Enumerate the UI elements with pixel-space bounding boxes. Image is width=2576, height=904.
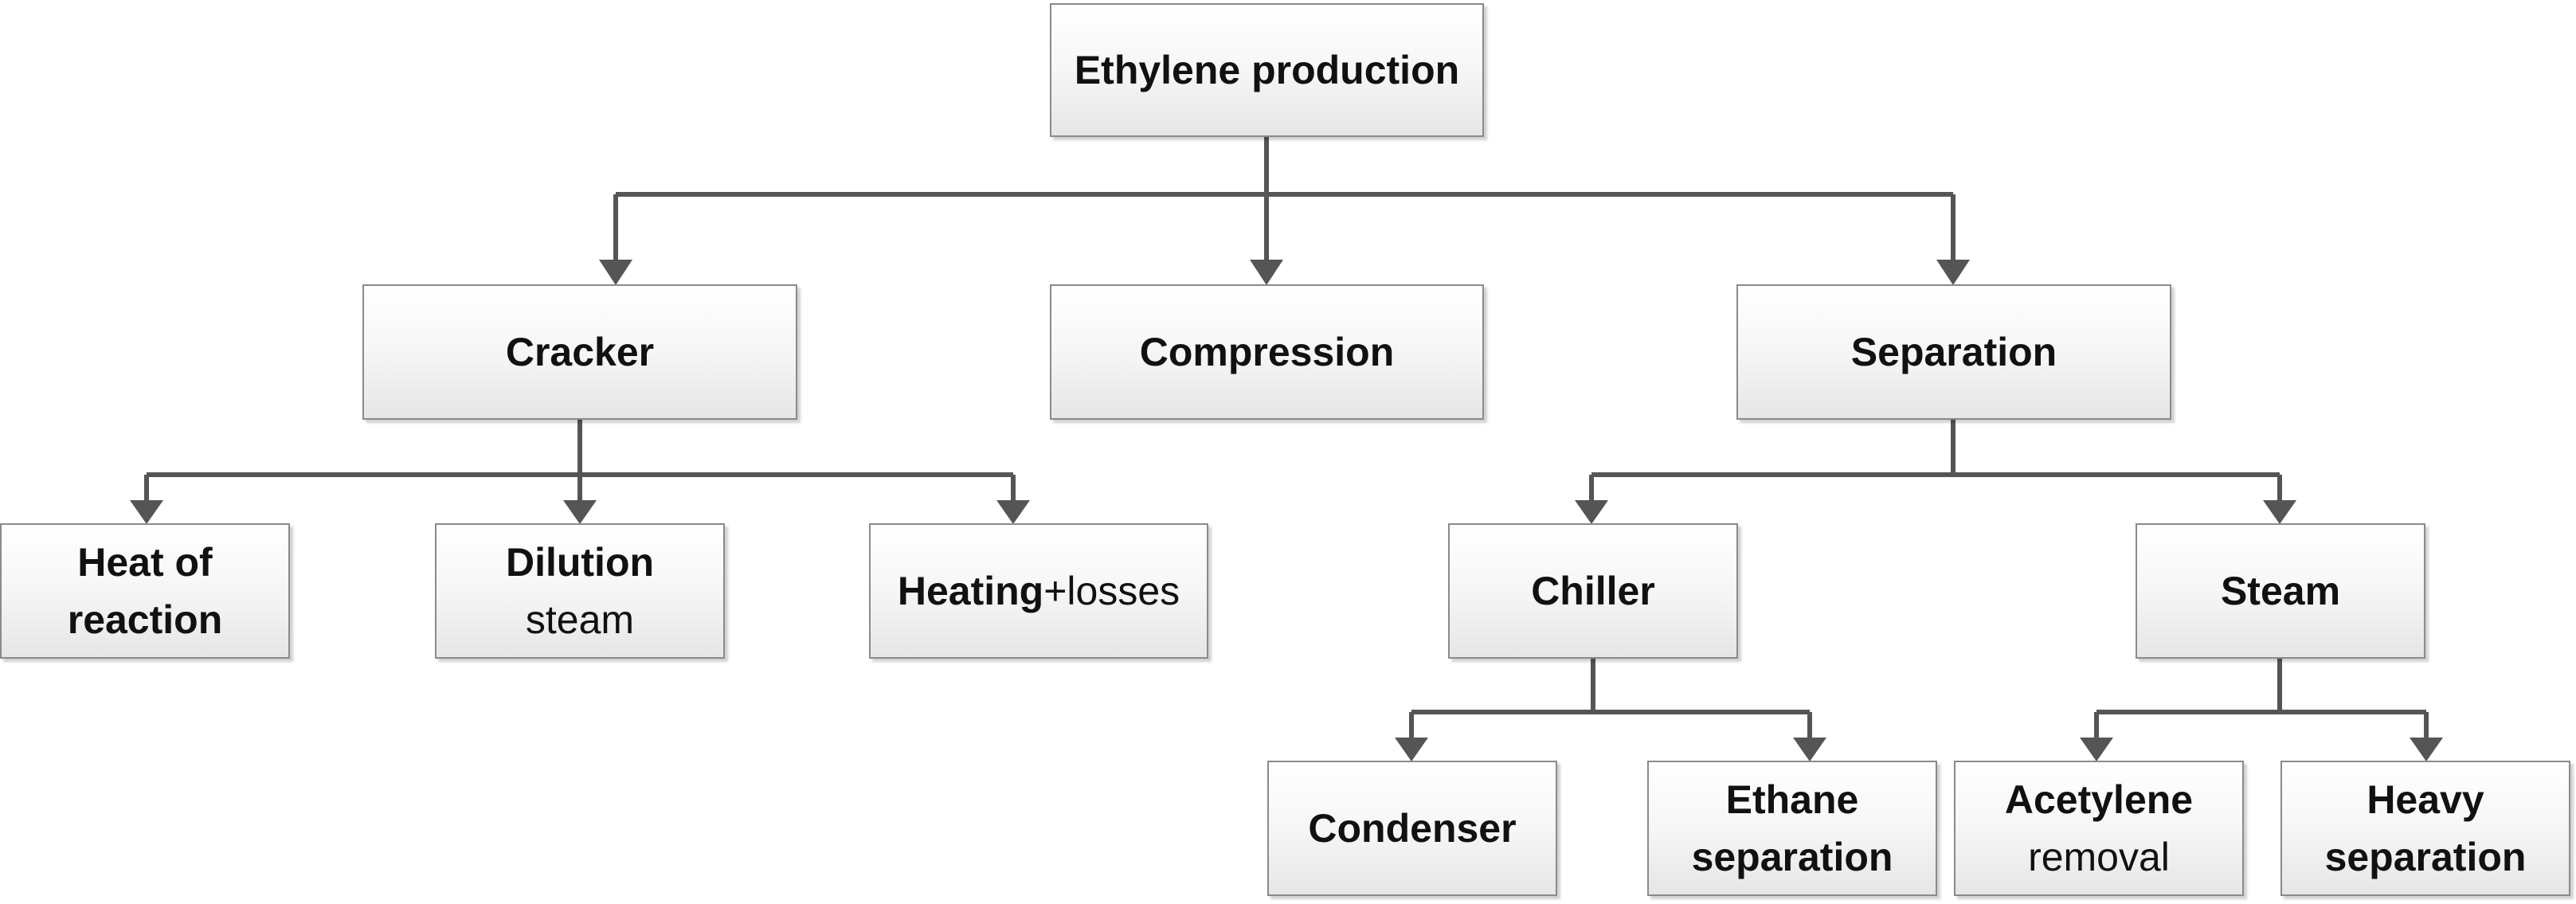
- node-cracker: Cracker: [362, 284, 797, 420]
- node-acetylene-removal-line-2: removal: [2028, 835, 2170, 879]
- arrowheads: [130, 260, 2443, 761]
- node-ethane-separation-line-1: Ethane: [1725, 777, 1859, 822]
- arrowhead-ethane-separation: [1793, 738, 1826, 761]
- node-heavy-separation-line-1: Heavy: [2367, 777, 2484, 822]
- node-steam: Steam: [2136, 523, 2425, 659]
- arrowhead-heating-losses: [996, 500, 1030, 524]
- arrowhead-cracker: [599, 260, 632, 285]
- node-chiller: Chiller: [1448, 523, 1738, 659]
- node-condenser-label: Condenser: [1308, 806, 1517, 851]
- arrowhead-heat-of-reaction: [130, 500, 163, 524]
- node-heat-of-reaction-line-1: Heat of: [77, 540, 213, 585]
- arrowhead-compression: [1250, 260, 1283, 285]
- arrowhead-steam: [2263, 500, 2296, 524]
- node-ethane-separation-line-2: separation: [1691, 835, 1893, 879]
- node-heating-losses: Heating+losses: [869, 523, 1208, 659]
- node-dilution-steam: Dilution steam: [435, 523, 725, 659]
- node-ethylene-production: Ethylene production: [1050, 3, 1484, 137]
- node-dilution-steam-line-1: Dilution: [505, 540, 655, 585]
- node-heavy-separation: Heavy separation: [2280, 761, 2570, 896]
- node-compression: Compression: [1050, 284, 1484, 420]
- arrowhead-acetylene-removal: [2080, 738, 2113, 761]
- node-heat-of-reaction: Heat of reaction: [0, 523, 290, 659]
- node-ethane-separation: Ethane separation: [1647, 761, 1937, 896]
- node-dilution-steam-line-2: steam: [525, 597, 635, 642]
- arrowhead-heavy-separation: [2410, 738, 2443, 761]
- node-ethylene-production-label: Ethylene production: [1074, 48, 1460, 92]
- node-chiller-label: Chiller: [1531, 569, 1655, 613]
- node-acetylene-removal: Acetylene removal: [1954, 761, 2244, 896]
- node-compression-label: Compression: [1139, 330, 1395, 374]
- node-heating-losses-part-2: +losses: [1043, 569, 1180, 613]
- arrowhead-chiller: [1575, 500, 1608, 524]
- node-separation-label: Separation: [1850, 330, 2057, 374]
- arrowhead-dilution-steam: [563, 500, 597, 524]
- node-separation: Separation: [1736, 284, 2171, 420]
- arrowhead-condenser: [1395, 738, 1428, 761]
- node-heating-losses-part-1: Heating: [897, 569, 1044, 613]
- node-cracker-label: Cracker: [505, 330, 655, 374]
- node-condenser: Condenser: [1267, 761, 1557, 896]
- node-steam-label: Steam: [2220, 569, 2341, 613]
- node-heavy-separation-line-2: separation: [2324, 835, 2527, 879]
- node-acetylene-removal-line-1: Acetylene: [2004, 777, 2194, 822]
- arrowhead-separation: [1936, 260, 1970, 285]
- node-heat-of-reaction-line-2: reaction: [67, 597, 223, 642]
